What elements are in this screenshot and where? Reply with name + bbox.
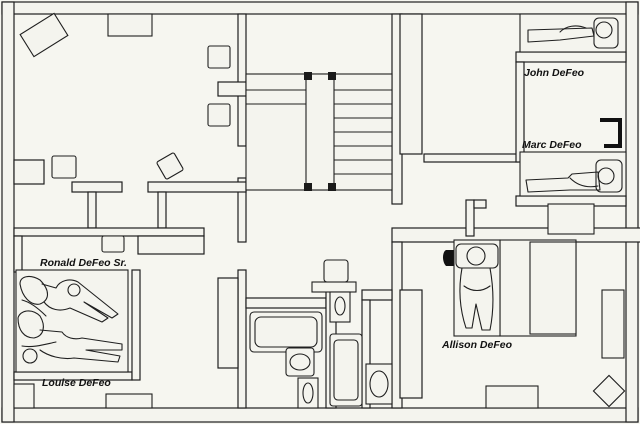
label-allison: Allison DeFeo <box>441 339 513 351</box>
label-ronald: Ronald DeFeo Sr. <box>40 257 127 269</box>
louise-figure <box>17 310 123 364</box>
allison-room-furniture <box>443 203 626 408</box>
master-bedroom-furniture <box>15 235 129 373</box>
ronald-figure <box>19 275 119 323</box>
label-louise: Louise DeFeo <box>42 377 111 389</box>
label-marc: Marc DeFeo <box>522 139 582 151</box>
john-room-furniture <box>519 13 627 53</box>
marc-room-furniture <box>519 118 627 197</box>
windows <box>13 13 625 409</box>
bathroom-fixtures <box>249 259 393 409</box>
staircase <box>245 72 393 191</box>
label-john: John DeFeo <box>524 67 585 79</box>
bedroom-1-furniture <box>19 12 231 180</box>
interior-walls <box>13 13 640 409</box>
